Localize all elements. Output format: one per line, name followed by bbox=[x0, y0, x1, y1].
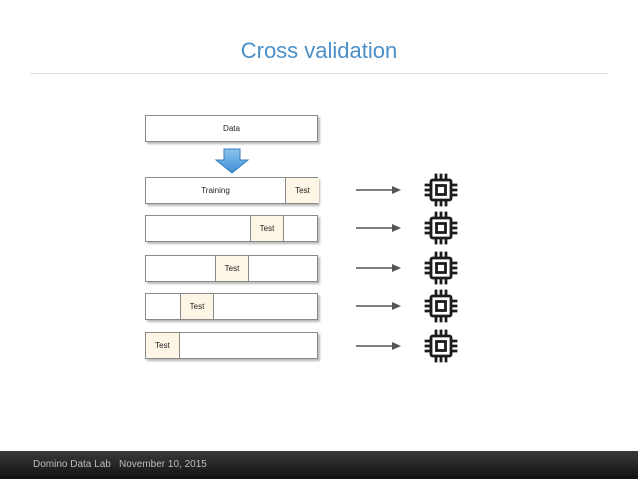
fold-bar-2: Test bbox=[145, 215, 318, 242]
test-segment-5: Test bbox=[146, 333, 180, 358]
footer-company: Domino Data Lab bbox=[33, 459, 111, 470]
test-segment-1: Test bbox=[285, 178, 319, 203]
right-arrow-icon bbox=[356, 264, 401, 272]
slide-title: Cross validation bbox=[240, 38, 398, 63]
test-segment-4: Test bbox=[180, 294, 214, 319]
chip-icon bbox=[424, 329, 458, 363]
training-label: Training bbox=[201, 186, 230, 195]
title-divider bbox=[30, 73, 608, 74]
data-bar-label: Data bbox=[223, 124, 240, 133]
test-segment-3: Test bbox=[215, 256, 249, 281]
data-bar: Data bbox=[145, 115, 318, 142]
footer-date: November 10, 2015 bbox=[119, 459, 207, 470]
down-arrow-icon bbox=[214, 148, 250, 174]
test-segment-2: Test bbox=[250, 216, 284, 241]
fold-bar-4: Test bbox=[145, 293, 318, 320]
chip-icon bbox=[424, 251, 458, 285]
chip-icon bbox=[424, 173, 458, 207]
chip-icon bbox=[424, 211, 458, 245]
footer-bar: Domino Data Lab November 10, 2015 bbox=[0, 451, 638, 479]
right-arrow-icon bbox=[356, 302, 401, 310]
fold-bar-5: Test bbox=[145, 332, 318, 359]
right-arrow-icon bbox=[356, 224, 401, 232]
fold-bar-1: Training Test bbox=[145, 177, 319, 204]
chip-icon bbox=[424, 289, 458, 323]
right-arrow-icon bbox=[356, 342, 401, 350]
fold-bar-3: Test bbox=[145, 255, 318, 282]
right-arrow-icon bbox=[356, 186, 401, 194]
